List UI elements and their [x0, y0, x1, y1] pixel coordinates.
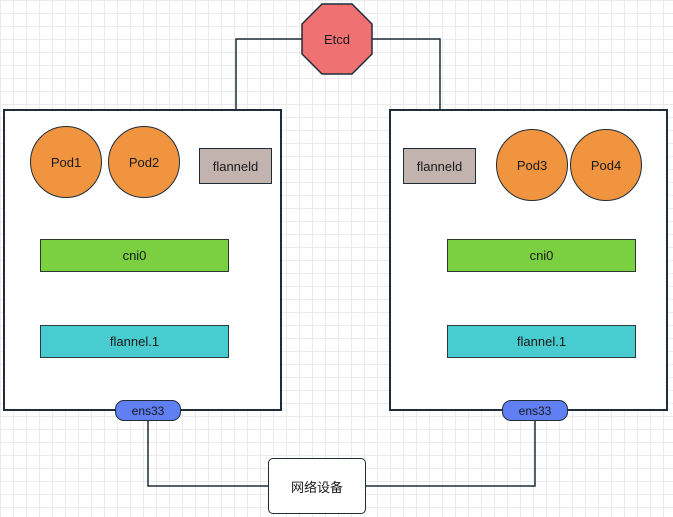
right-ens33-nic: ens33: [502, 400, 568, 421]
right-flanneld: flanneld: [403, 148, 476, 184]
left-nic-network-line: [147, 420, 268, 487]
pod-node: Pod2: [108, 126, 180, 198]
left-cni0-bridge: cni0: [40, 239, 229, 272]
left-flanneld: flanneld: [199, 148, 272, 184]
etcd-octagon-icon: [301, 3, 373, 75]
etcd-label: Etcd: [323, 31, 350, 47]
right-cni0-bridge: cni0: [447, 239, 636, 272]
pod-node: Pod1: [30, 126, 102, 198]
network-device: 网络设备: [268, 458, 366, 514]
pod-node: Pod3: [496, 129, 568, 201]
left-flannel-device: flannel.1: [40, 325, 229, 358]
right-nic-network-line: [365, 420, 536, 487]
right-flannel-device: flannel.1: [447, 325, 636, 358]
pod-node: Pod4: [570, 129, 642, 201]
left-ens33-nic: ens33: [115, 400, 181, 421]
